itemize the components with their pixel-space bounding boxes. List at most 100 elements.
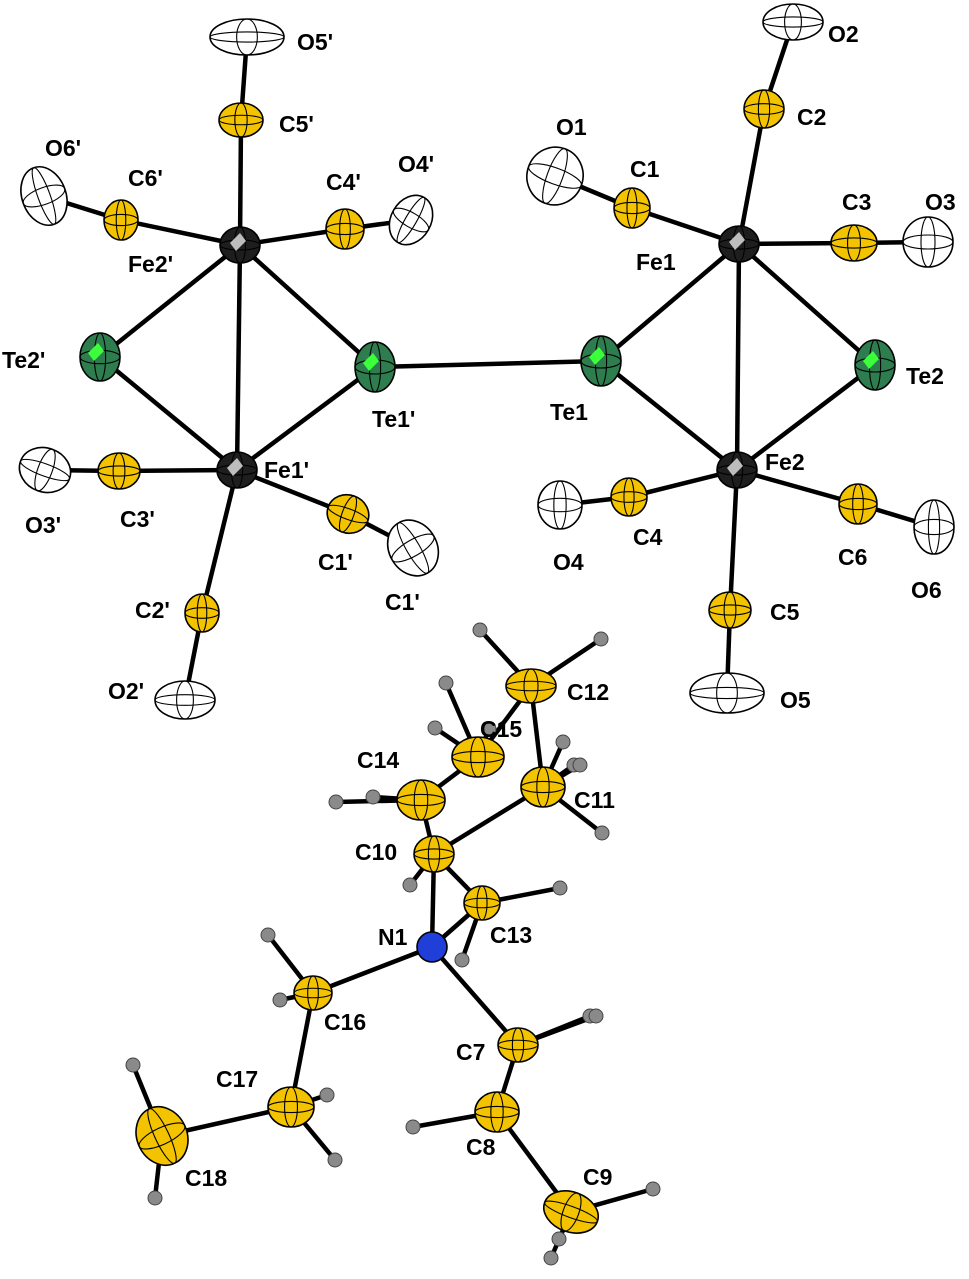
atom-ellipse-O1 (526, 146, 584, 206)
atom-C18 (135, 1106, 189, 1166)
atom-ellipse-C5p (218, 102, 264, 138)
bond-Fe1-Te1 (598, 241, 742, 364)
atom-ellipse-C1p (326, 493, 370, 535)
principal-axis2-C13 (476, 885, 488, 921)
atom-ellipse-O4 (537, 480, 583, 530)
label-C11: C11 (574, 787, 615, 813)
label-C4: C4 (633, 524, 663, 550)
atom-ellipse-C5 (708, 591, 752, 629)
atom-Te1 (580, 335, 622, 387)
principal-axis2-O3 (920, 216, 936, 268)
atom-ellipse-Te2 (854, 339, 896, 391)
principal-axis-C14 (396, 793, 446, 807)
principal-axis-C3 (830, 237, 878, 249)
atom-ellipse-Te2p (79, 332, 121, 382)
atom-ellipse-O6p (20, 166, 68, 226)
bond-Fe2-Te2 (734, 362, 878, 473)
octant-Te2p (88, 343, 104, 361)
atom-ellipse-O2 (762, 3, 824, 41)
atom-ellipse-C7 (497, 1027, 539, 1063)
atom-ellipse-O3 (902, 216, 954, 268)
principal-axis2-C15 (470, 736, 486, 778)
hydrogen-atom-14 (454, 952, 470, 968)
principal-axis-C7 (497, 1039, 539, 1051)
hydrogen-atom-12 (402, 877, 418, 893)
principal-axis2-O2p (176, 680, 194, 720)
atom-C15 (451, 736, 505, 778)
atom-C6 (838, 483, 878, 525)
atom-C16 (293, 975, 333, 1011)
principal-axis2-O4p (396, 196, 426, 244)
atom-C6p (103, 199, 139, 241)
principal-axis2-O5 (716, 672, 738, 714)
principal-axis-O1 (527, 163, 583, 189)
hydrogen-atom-18 (588, 1008, 604, 1024)
principal-axis-C6p (103, 213, 139, 227)
atom-O3 (902, 216, 954, 268)
bond-Fe1-Fe2 (734, 241, 742, 473)
hydrogen-atom-26 (645, 1181, 661, 1197)
principal-axis-C11 (520, 780, 566, 794)
principal-axis2-O6 (927, 499, 941, 555)
atom-ellipse-C2p (184, 593, 220, 633)
atom-ellipse-C4p (325, 208, 365, 250)
atom-O6p (20, 166, 68, 226)
principal-axis2-C16 (307, 975, 319, 1011)
principal-axis-C17 (267, 1100, 315, 1114)
atom-ellipse-C1 (613, 187, 651, 229)
atom-O1 (526, 146, 584, 206)
hydrogen-atom-25 (551, 1231, 567, 1247)
label-C18: C18 (185, 1165, 227, 1191)
atom-C5 (708, 591, 752, 629)
label-C12: C12 (567, 679, 609, 705)
label-Te2: Te2 (906, 363, 944, 389)
principal-axis-C10 (413, 848, 455, 860)
atom-Te2 (854, 339, 896, 391)
bond-Fe2p-Te1p (237, 242, 378, 370)
atom-ellipse-O6 (913, 499, 955, 555)
bond-Fe2p-Te2p (97, 242, 243, 360)
label-C5: C5 (770, 599, 800, 625)
principal-axis2-C4 (623, 477, 635, 517)
atom-ellipse-C6 (838, 483, 878, 525)
atom-ellipse-O4p (388, 194, 434, 246)
atom-ellipse-C17 (267, 1086, 315, 1128)
atom-ellipse-C3 (830, 224, 878, 262)
atom-C7 (497, 1027, 539, 1063)
label-C2: C2 (797, 104, 826, 130)
label-Fe2p: Fe2' (128, 251, 173, 277)
atom-ellipse-O1p (386, 519, 440, 577)
principal-axis2-C3 (847, 224, 861, 262)
atom-Fe2p (219, 226, 261, 264)
atom-ellipse-Te1 (580, 335, 622, 387)
principal-axis2-C6 (852, 483, 864, 525)
label-Fe1: Fe1 (636, 249, 676, 275)
label-O1p: C1' (385, 589, 420, 615)
bond-Te1p-Te1 (372, 358, 604, 370)
label-C7: C7 (456, 1039, 485, 1065)
atom-C1 (613, 187, 651, 229)
atom-C17 (267, 1086, 315, 1128)
label-O5p: O5' (297, 29, 333, 55)
atom-O2p (154, 680, 216, 720)
atom-layer (18, 3, 955, 1266)
atom-ellipse-C8 (474, 1091, 520, 1133)
bond-Fe2-C5 (727, 467, 740, 613)
principal-axis-C1 (613, 201, 651, 215)
principal-axis2-C11 (536, 766, 550, 808)
principal-axis2-O5p (236, 18, 258, 56)
label-C15: C15 (480, 716, 522, 742)
hydrogen-atom-16 (272, 992, 288, 1008)
atom-ellipse-O5p (209, 18, 285, 56)
principal-axis-C2p (184, 607, 220, 619)
hydrogen-atom-15 (260, 927, 276, 943)
atom-ellipse-O2p (154, 680, 216, 720)
atom-C3p (97, 452, 141, 490)
label-C14: C14 (357, 747, 399, 773)
principal-axis-O4p (392, 207, 430, 233)
atom-C4 (610, 477, 648, 517)
atom-Fe2 (716, 451, 758, 489)
principal-axis-C1p (327, 504, 369, 524)
hydrogen-atom-21 (319, 1087, 335, 1103)
hydrogen-atom-1 (472, 622, 488, 638)
